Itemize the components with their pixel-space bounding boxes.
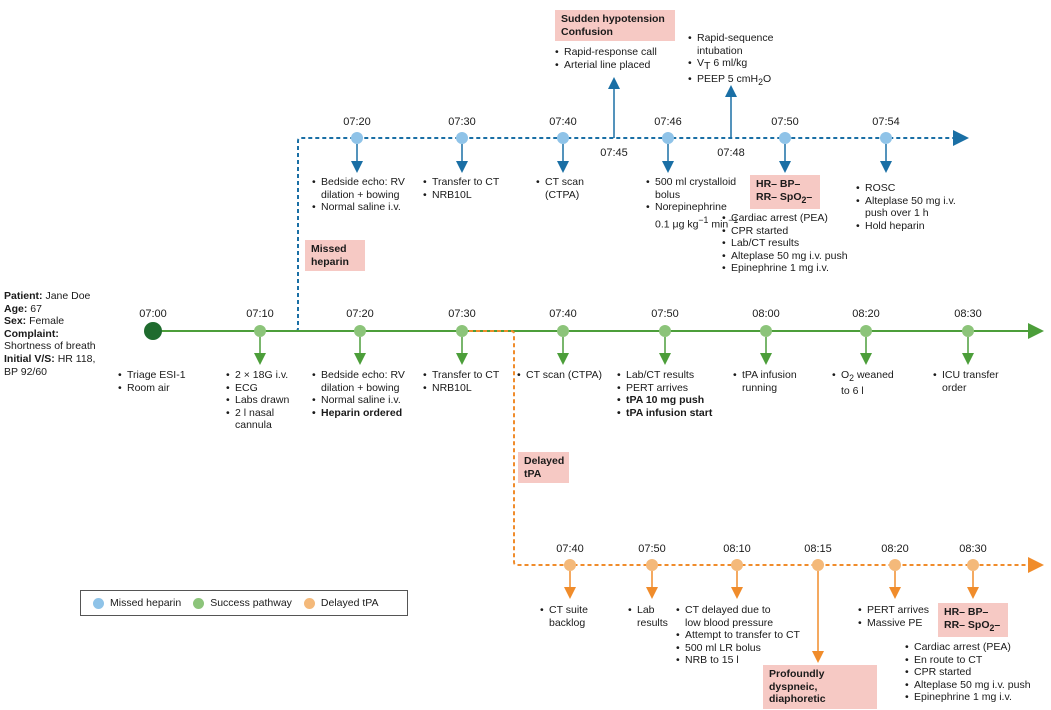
green-start-node [144,322,162,340]
orange-time-label: 08:30 [959,543,987,555]
legend-swatch-success [193,597,205,609]
patient-vitals: HR 118, BP 92/60 [4,352,96,378]
orange-time-label: 08:20 [881,543,909,555]
legend-label: Delayed tPA [320,597,379,609]
green-events-0700: Triage ESI-1Room air [118,369,186,394]
green-time-label: 07:40 [549,308,577,320]
blue-node-0746 [662,132,674,173]
tag-vitals-orange: HR– BP–RR– SpO2– [938,603,1008,638]
blue-up-time-label: 07:48 [717,147,745,159]
patient-info: Patient: Jane Doe Age: 67 Sex: Female Co… [4,290,96,378]
blue-time-label: 07:20 [343,116,371,128]
blue-node-0730 [456,132,468,173]
blue-time-label: 07:46 [654,116,682,128]
green-time-label: 07:50 [651,308,679,320]
orange-node-0750 [646,559,658,599]
delayed-tpa-branch-line [462,330,1044,573]
green-events-0750: Lab/CT resultsPERT arrivestPA 10 mg push… [617,369,712,419]
green-time-label: 08:20 [852,308,880,320]
blue-time-label: 07:40 [549,116,577,128]
legend-swatch-missed-heparin [93,597,104,609]
blue-node-0750 [779,132,791,173]
green-events-0710: 2 × 18G i.v.ECGLabs drawn2 l nasalcannul… [226,369,289,432]
orange-time-label: 07:40 [556,543,584,555]
green-node-0710 [254,325,266,365]
blue-time-label: 07:50 [771,116,799,128]
green-node-0740 [557,325,569,365]
green-node-0730 [456,325,468,365]
tag-profoundly-dyspneic: Profoundly dyspneic,diaphoretic [763,665,877,709]
blue-events-0746: 500 ml crystalloidbolusNorepinephrine0.1… [646,176,738,231]
orange-events-0830: Cardiac arrest (PEA)En route to CTCPR st… [905,641,1031,704]
green-node-0820 [860,325,872,365]
blue-events-0754: ROSCAlteplase 50 mg i.v.push over 1 hHol… [856,182,956,232]
blue-node-0740 [557,132,569,173]
blue-up-time-label: 07:45 [600,147,628,159]
orange-node-0830 [967,559,979,599]
blue-up-events-0745: Rapid-response callArterial line placed [555,46,657,71]
green-node-0830 [962,325,974,365]
green-events-0740: CT scan (CTPA) [517,369,602,382]
missed-heparin-branch-line [268,130,969,332]
green-time-label: 08:00 [752,308,780,320]
blue-time-label: 07:30 [448,116,476,128]
blue-time-label: 07:54 [872,116,900,128]
green-time-label: 07:10 [246,308,274,320]
green-node-0750 [659,325,671,365]
green-node-0720 [354,325,366,365]
green-time-label: 07:20 [346,308,374,320]
green-time-label: 07:30 [448,308,476,320]
orange-node-0820 [889,559,901,599]
blue-events-0730: Transfer to CTNRB10L [423,176,499,201]
blue-events-0740: CT scan(CTPA) [536,176,584,201]
orange-events-0820: PERT arrivesMassive PE [858,604,929,629]
patient-age: 67 [30,302,42,315]
orange-node-0740 [564,559,576,599]
patient-name: Jane Doe [45,290,91,302]
legend-swatch-delayed-tpa [303,597,315,609]
legend-label: Missed heparin [110,597,182,609]
orange-time-label: 08:10 [723,543,751,555]
green-time-label: 07:00 [139,308,167,320]
orange-node-0815 [812,559,824,663]
green-node-0800 [760,325,772,365]
legend-label: Success pathway [210,597,292,609]
green-events-0730: Transfer to CTNRB10L [423,369,499,394]
legend: Missed heparin Success pathway Delayed t… [80,590,408,616]
blue-node-0754 [880,132,892,173]
patient-sex: Female [29,315,65,328]
orange-time-label: 08:15 [804,543,832,555]
green-time-label: 08:30 [954,308,982,320]
blue-node-0720 [351,132,363,173]
blue-events-0750: Cardiac arrest (PEA)CPR startedLab/CT re… [722,212,848,275]
tag-vitals-blue: HR– BP–RR– SpO2– [750,175,820,210]
patient-complaint: Shortness of breath [4,340,96,353]
orange-node-0810 [731,559,743,599]
orange-time-label: 07:50 [638,543,666,555]
